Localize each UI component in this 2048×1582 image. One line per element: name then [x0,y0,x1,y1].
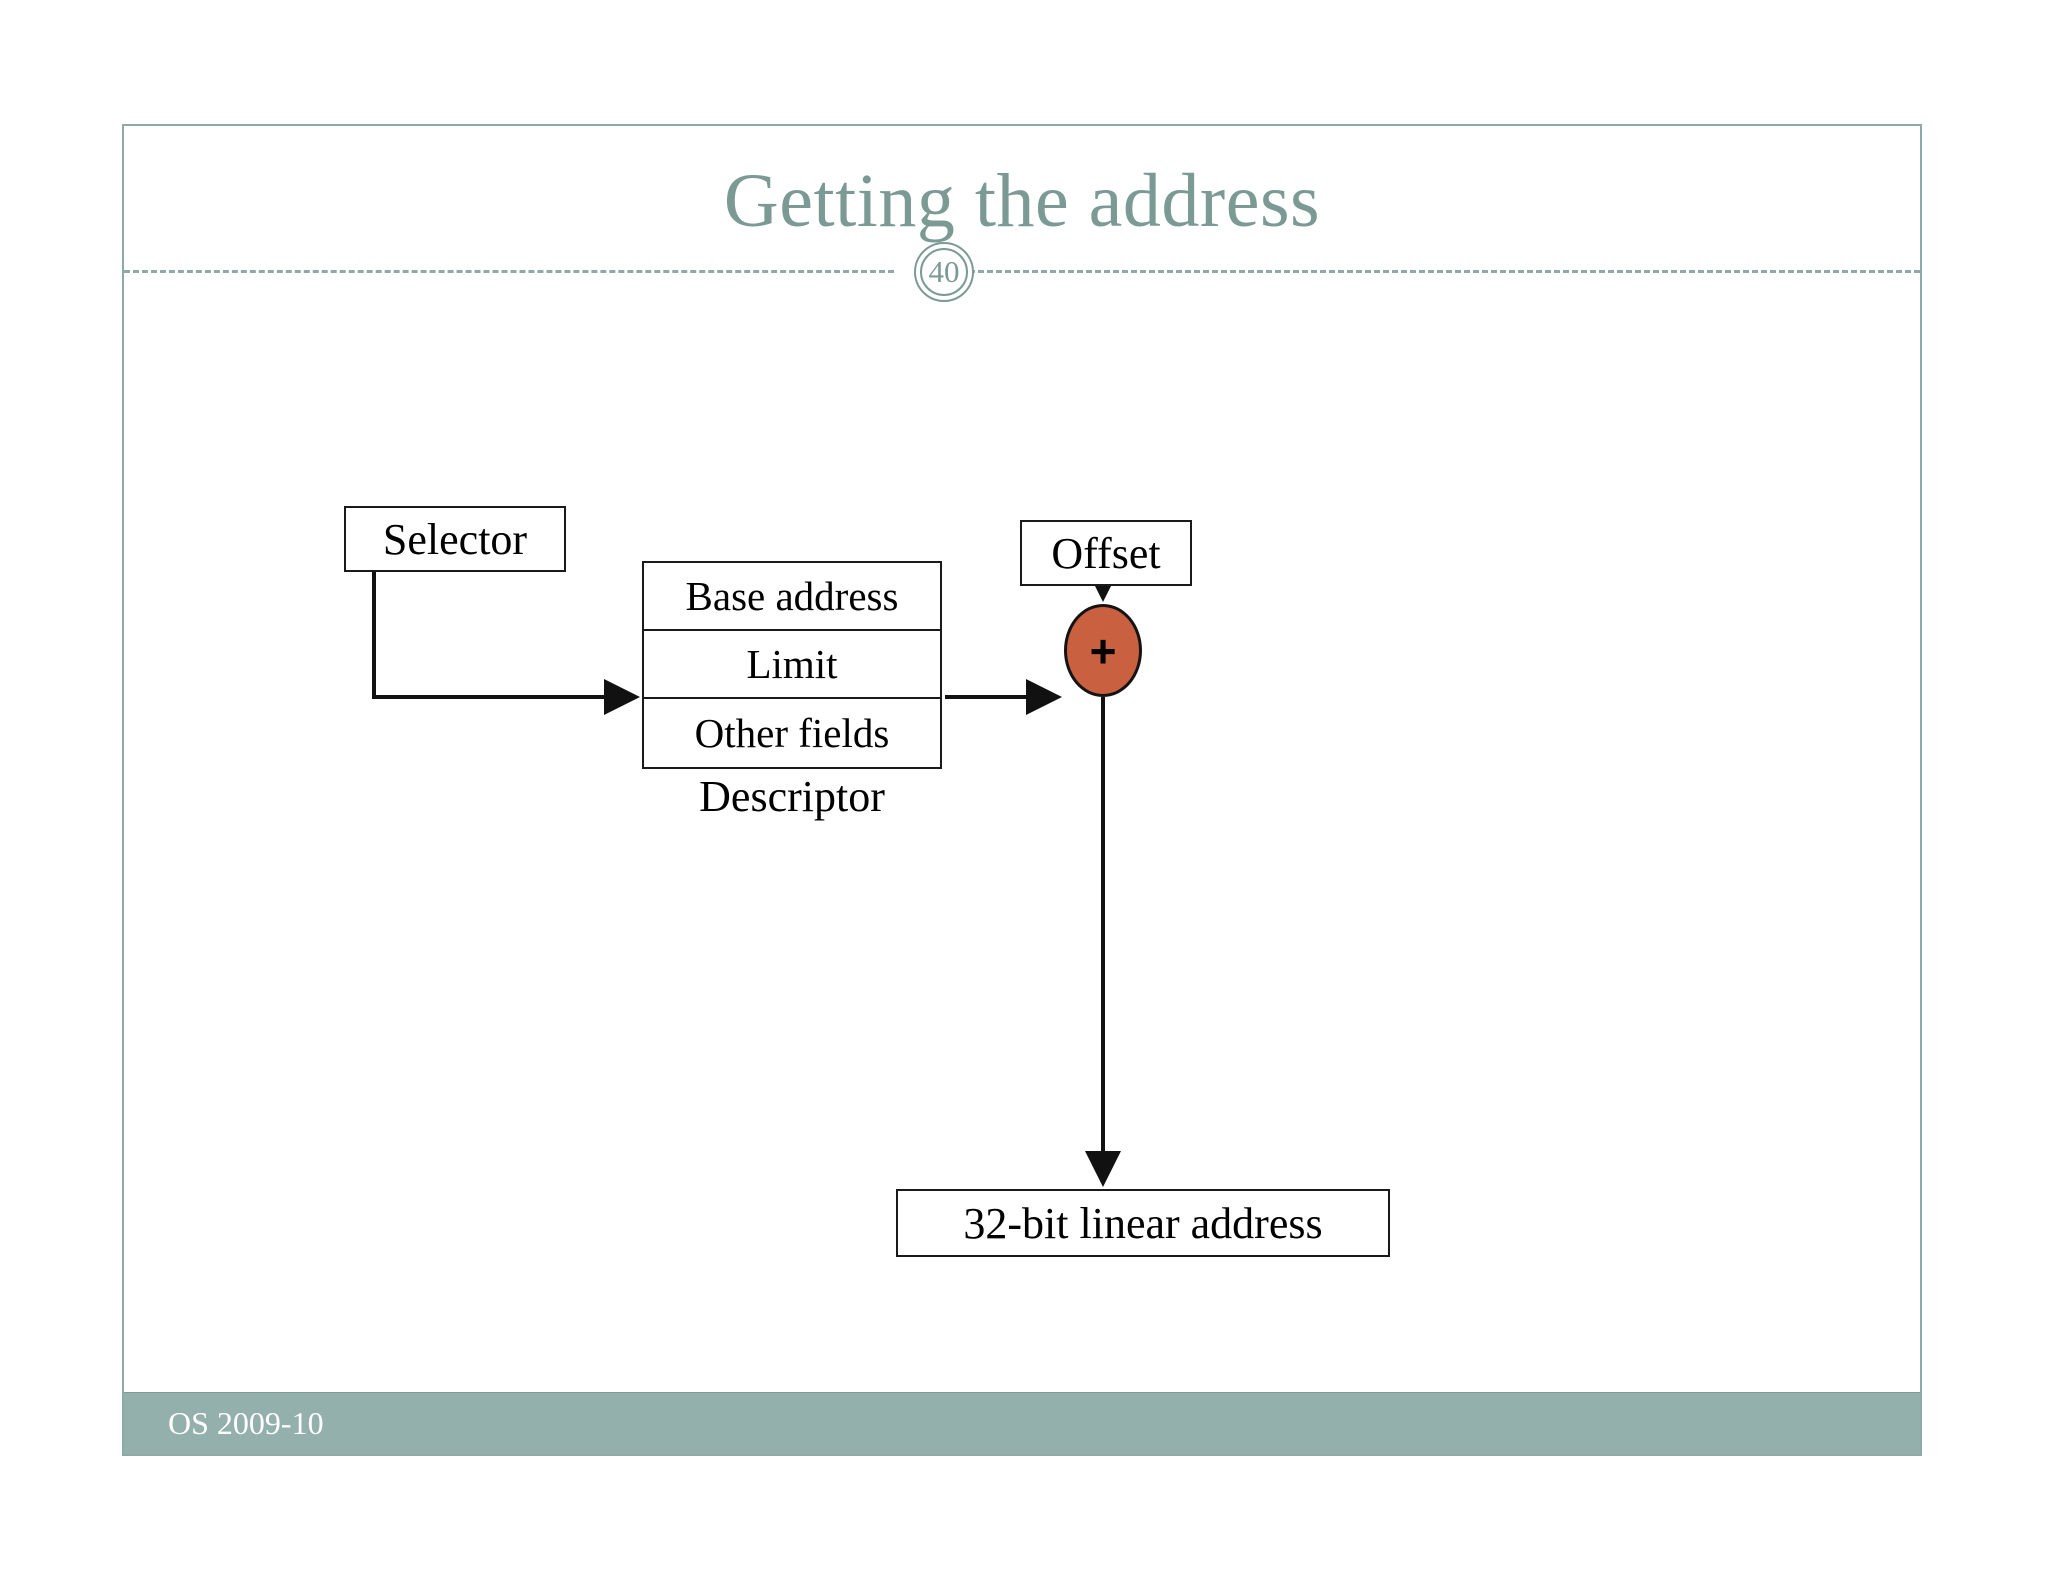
footer-text: OS 2009-10 [168,1405,324,1441]
divider-line-right [960,270,1920,273]
page-title: Getting the address [723,159,1321,243]
divider-line-left [124,270,894,273]
adder-ellipse-shape [1064,604,1142,697]
descriptor-row-base-address: Base address [644,563,940,631]
selector-box: Selector [344,506,566,572]
offset-box: Offset [1020,520,1192,586]
descriptor-row-other-fields: Other fields [694,710,890,756]
descriptor-row-limit: Limit [644,631,940,699]
page-number-text: 40 [928,254,960,289]
descriptor-table: Base address Limit Other fields [642,561,942,769]
connector-selector-to-descriptor [372,572,640,715]
diagram-connectors [372,566,1121,1187]
slide-footer-bar: OS 2009-10 [124,1392,1920,1454]
address-translation-diagram: Selector Offset Base address Limit Other… [124,126,1924,1458]
slide-canvas: Getting the address 40 Selec [122,124,1922,1456]
adder-node: + [1064,604,1142,697]
descriptor-caption: Descriptor [699,772,885,821]
page-number-badge: 40 [914,242,974,302]
title-divider: 40 [124,242,1920,302]
linear-address-box: 32-bit linear address [896,1189,1390,1257]
plus-icon: + [1089,624,1117,677]
